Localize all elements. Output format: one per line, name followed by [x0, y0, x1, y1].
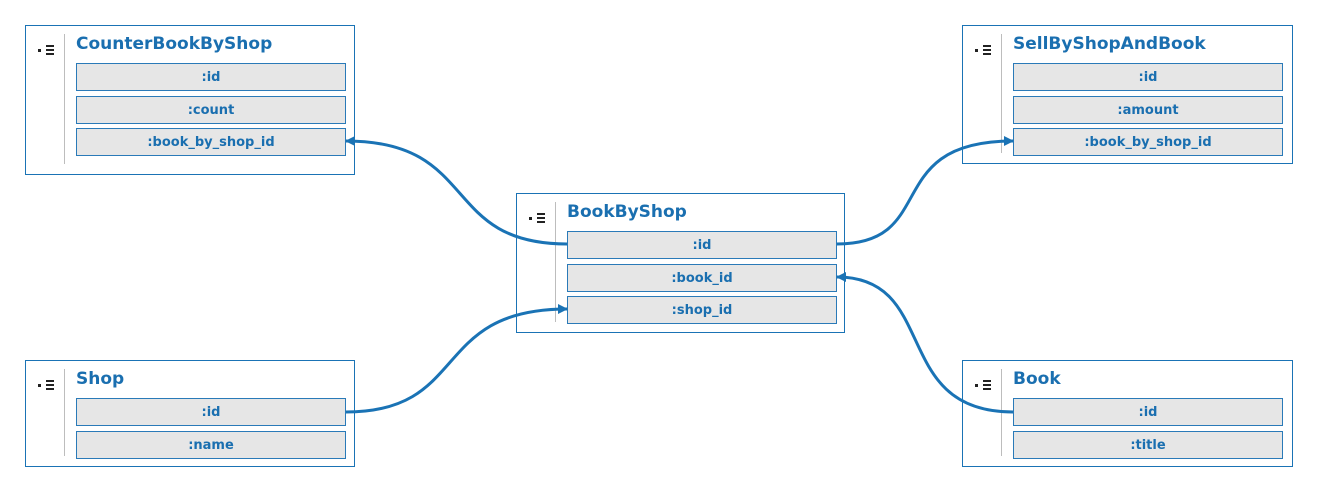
- entity-title: CounterBookByShop: [76, 34, 273, 54]
- field-amount[interactable]: :amount: [1013, 96, 1283, 124]
- entity-separator: [1001, 34, 1002, 153]
- entity-separator: [64, 369, 65, 456]
- entity-separator: [1001, 369, 1002, 456]
- field-id[interactable]: :id: [76, 398, 346, 426]
- field-id[interactable]: :id: [1013, 63, 1283, 91]
- entity-counter-book-by-shop[interactable]: CounterBookByShop :id :count :book_by_sh…: [25, 25, 355, 175]
- entity-menu-icon[interactable]: [975, 379, 993, 391]
- entity-menu-icon[interactable]: [38, 44, 56, 56]
- field-title[interactable]: :title: [1013, 431, 1283, 459]
- entity-separator: [64, 34, 65, 164]
- field-book-by-shop-id[interactable]: :book_by_shop_id: [1013, 128, 1283, 156]
- entity-book[interactable]: Book :id :title: [962, 360, 1293, 467]
- field-book-by-shop-id[interactable]: :book_by_shop_id: [76, 128, 346, 156]
- entity-book-by-shop[interactable]: BookByShop :id :book_id :shop_id: [516, 193, 845, 333]
- field-book-id[interactable]: :book_id: [567, 264, 837, 292]
- entity-title: Book: [1013, 369, 1061, 389]
- field-id[interactable]: :id: [76, 63, 346, 91]
- entity-menu-icon[interactable]: [38, 379, 56, 391]
- field-count[interactable]: :count: [76, 96, 346, 124]
- field-id[interactable]: :id: [1013, 398, 1283, 426]
- field-id[interactable]: :id: [567, 231, 837, 259]
- entity-menu-icon[interactable]: [975, 44, 993, 56]
- field-shop-id[interactable]: :shop_id: [567, 296, 837, 324]
- entity-title: Shop: [76, 369, 125, 389]
- entity-title: SellByShopAndBook: [1013, 34, 1206, 54]
- entity-menu-icon[interactable]: [529, 212, 547, 224]
- entity-title: BookByShop: [567, 202, 687, 222]
- entity-separator: [555, 202, 556, 322]
- field-name[interactable]: :name: [76, 431, 346, 459]
- entity-sell-by-shop-and-book[interactable]: SellByShopAndBook :id :amount :book_by_s…: [962, 25, 1293, 164]
- entity-shop[interactable]: Shop :id :name: [25, 360, 355, 467]
